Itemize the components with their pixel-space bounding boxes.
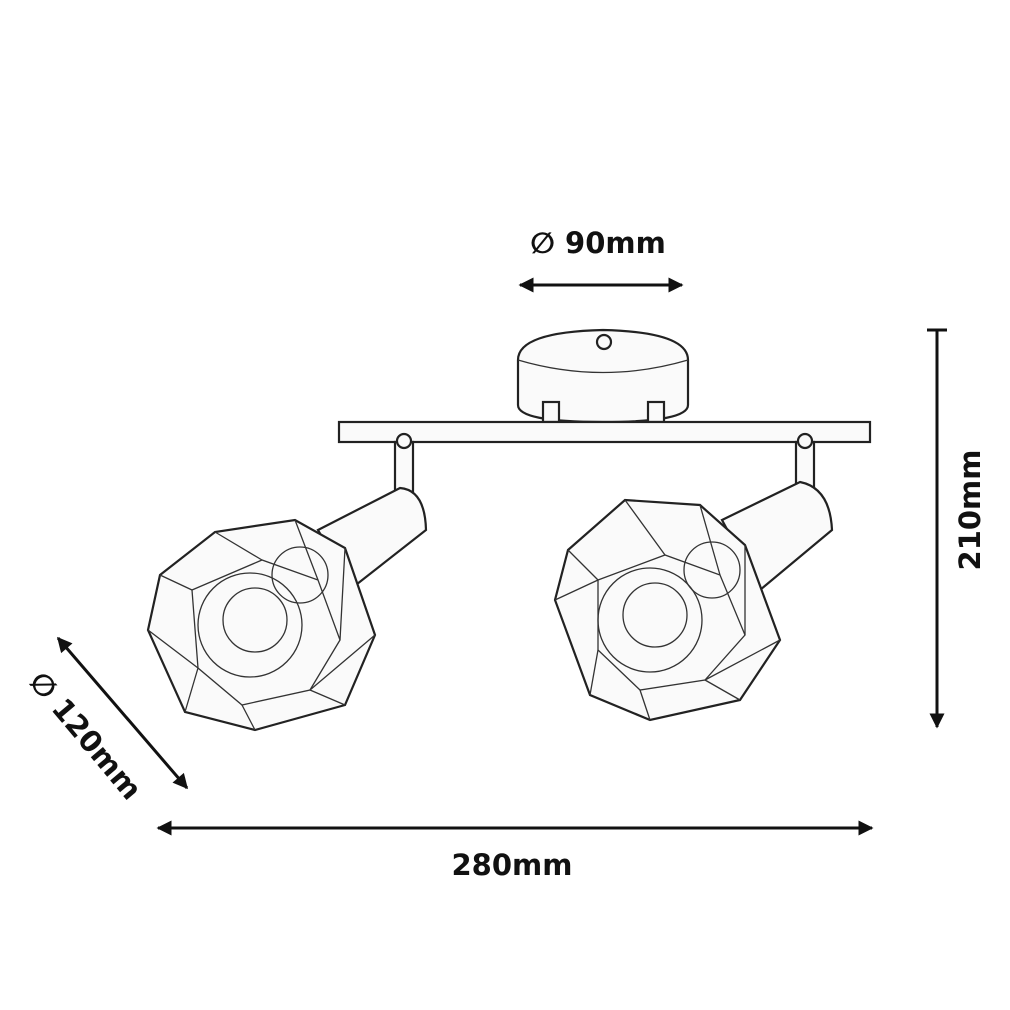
mounting-bar — [337, 420, 872, 444]
height-label: 210mm — [953, 450, 987, 571]
right-spotlight — [553, 432, 834, 722]
canopy — [516, 328, 690, 424]
canopy-diameter-label: ∅ 90mm — [530, 226, 666, 260]
width-label: 280mm — [452, 848, 573, 882]
width-dimension: 280mm — [156, 820, 874, 882]
height-dimension: 210mm — [927, 328, 987, 729]
lamp-drawing — [146, 328, 872, 732]
shade-diameter-label: ∅ 120mm — [23, 665, 149, 806]
left-spotlight — [146, 432, 428, 732]
shade-arrow — [56, 636, 189, 790]
canopy-diameter-dimension: ∅ 90mm — [518, 226, 684, 293]
